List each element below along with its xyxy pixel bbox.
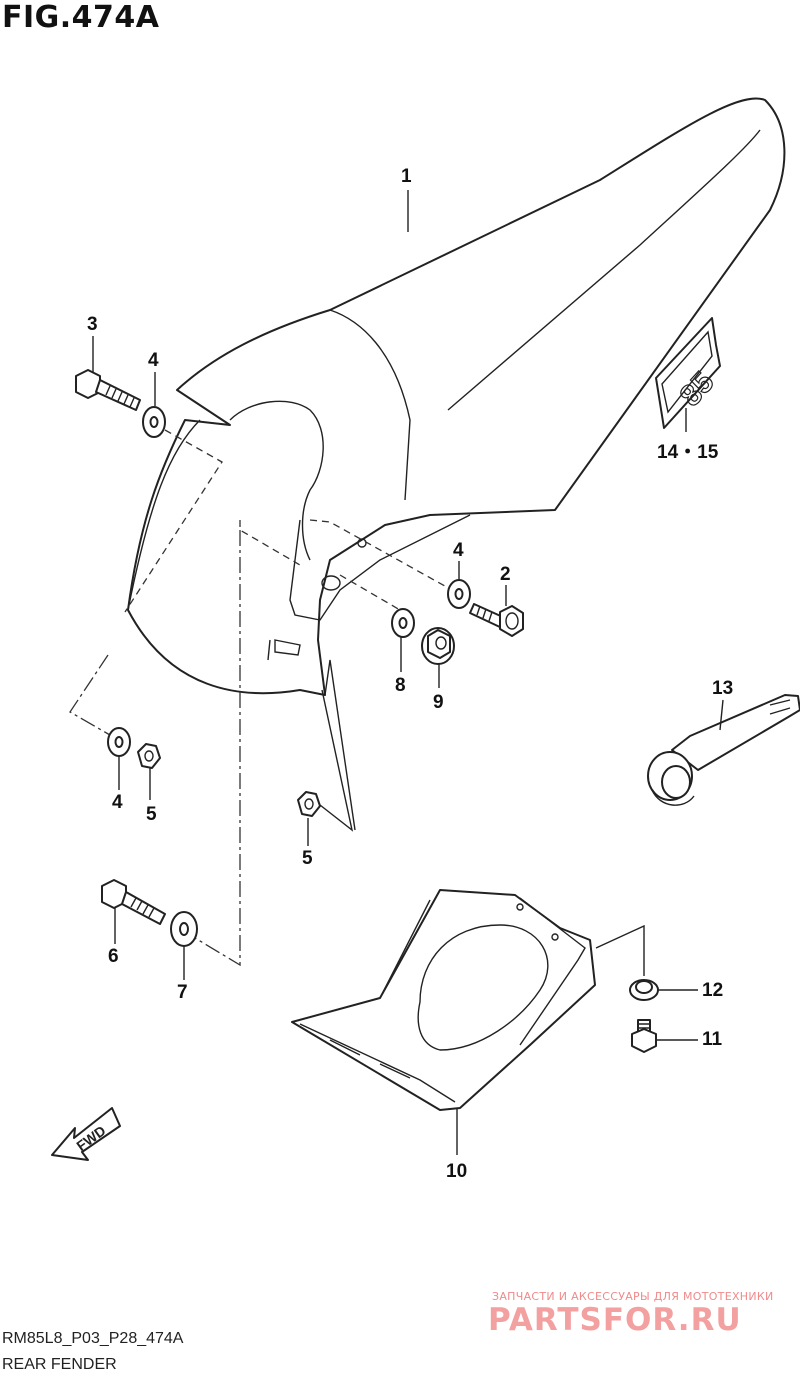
figure-name: REAR FENDER [2,1356,117,1373]
screw[interactable] [631,1019,657,1053]
bolt-lower[interactable] [101,879,166,925]
washer-lower[interactable] [170,911,198,947]
callout-5b: 5 [302,848,313,869]
washer-center[interactable] [391,608,415,638]
callout-3: 3 [87,314,98,335]
callout-10: 10 [446,1161,467,1182]
nut-clip[interactable] [629,979,659,1001]
figure-title: FIG.474A [2,0,160,35]
mud-guard[interactable] [291,889,596,1111]
callout-14-15: 14・15 [657,442,719,463]
callout-2: 2 [500,564,511,585]
callout-1: 1 [401,166,412,187]
figure-code: RM85L8_P03_P28_474A [2,1330,184,1347]
callout-5a: 5 [146,804,157,825]
callout-11: 11 [702,1029,723,1050]
nut-center[interactable] [297,791,321,817]
callout-7: 7 [177,982,188,1003]
nut-flange[interactable] [421,627,455,665]
washer-lower-left[interactable] [107,727,131,757]
watermark-brand: PARTSFOR.RU [488,1302,742,1338]
callout-4b: 4 [453,540,464,561]
tool-wrench[interactable] [647,694,800,806]
rear-fender[interactable] [127,97,786,831]
callout-9: 9 [433,692,444,713]
fwd-arrow: FWD [51,1107,121,1161]
callout-4c: 4 [112,792,123,813]
callout-12: 12 [702,980,723,1001]
washer-upper-right[interactable] [447,579,471,609]
nut-lower-left[interactable] [137,743,161,769]
bolt-upper-left[interactable] [75,369,141,411]
callout-8: 8 [395,675,406,696]
callout-6: 6 [108,946,119,967]
callout-4a: 4 [148,350,159,371]
watermark-tagline: ЗАПЧАСТИ И АКСЕССУАРЫ ДЛЯ МОТОТЕХНИКИ [492,1290,774,1303]
bolt-upper-right[interactable] [469,603,524,637]
callout-13: 13 [712,678,733,699]
washer-upper-left[interactable] [142,406,166,438]
